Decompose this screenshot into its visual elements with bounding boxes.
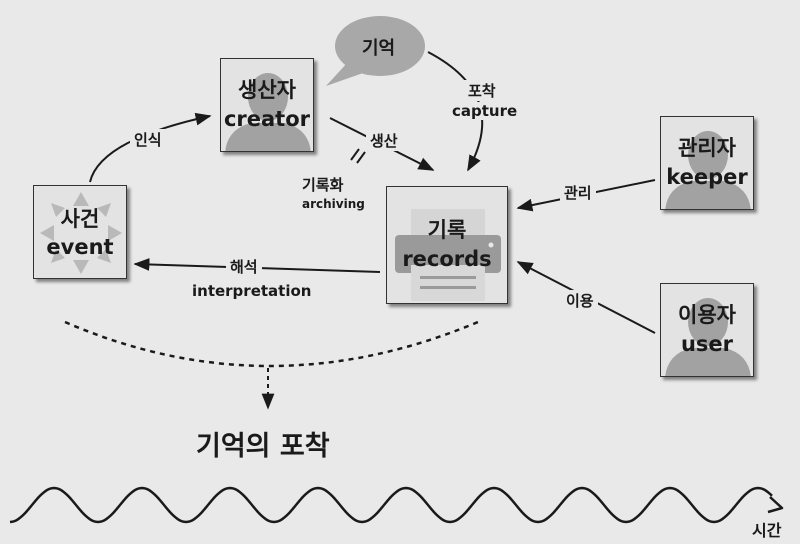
burst-icon <box>40 192 122 274</box>
perception-label: 인식 <box>130 129 166 150</box>
interpretation-label-en: interpretation <box>192 282 312 300</box>
person-icon <box>665 131 751 209</box>
time-arrowhead <box>767 496 784 514</box>
interpretation-label-ko: 해석 <box>226 256 262 277</box>
keeper-label-en: keeper <box>666 165 748 189</box>
memory-bubble <box>326 16 425 86</box>
user-label-en: user <box>680 332 734 356</box>
creator-label-en: creator <box>223 107 311 131</box>
diagram-title: 기억의 포착 <box>196 431 330 462</box>
event-label-en: event <box>46 235 114 259</box>
person-icon <box>665 298 751 376</box>
archiving-mark <box>350 148 366 164</box>
memory-bubble-label: 기억 <box>362 38 396 59</box>
keeper-node: 관리자 keeper <box>660 116 754 210</box>
keeper-label-ko: 관리자 <box>678 136 736 160</box>
time-wave <box>9 486 773 524</box>
event-node: 사건 event <box>33 185 127 279</box>
user-label-ko: 이용자 <box>678 303 736 327</box>
records-label-ko: 기록 <box>427 218 467 242</box>
archiving-label-en: archiving <box>302 197 365 211</box>
capture-label-en: capture <box>448 102 522 120</box>
capture-arc <box>64 320 479 368</box>
person-icon <box>225 73 311 151</box>
creator-label-ko: 생산자 <box>238 78 296 102</box>
capture-label-ko: 포착 <box>464 80 500 101</box>
creator-node: 생산자 creator <box>220 58 314 152</box>
use-label: 이용 <box>562 290 598 311</box>
production-label: 생산 <box>366 130 402 151</box>
records-label-en: records <box>402 247 492 271</box>
edge-perception <box>89 112 212 183</box>
document-tray-icon <box>395 209 501 301</box>
records-node: 기록 records <box>386 186 508 304</box>
time-axis-label: 시간 <box>752 521 782 540</box>
management-label: 관리 <box>560 182 596 203</box>
user-node: 이용자 user <box>660 283 754 377</box>
archiving-label-ko: 기록화 <box>302 176 344 194</box>
event-label-ko: 사건 <box>60 207 100 231</box>
